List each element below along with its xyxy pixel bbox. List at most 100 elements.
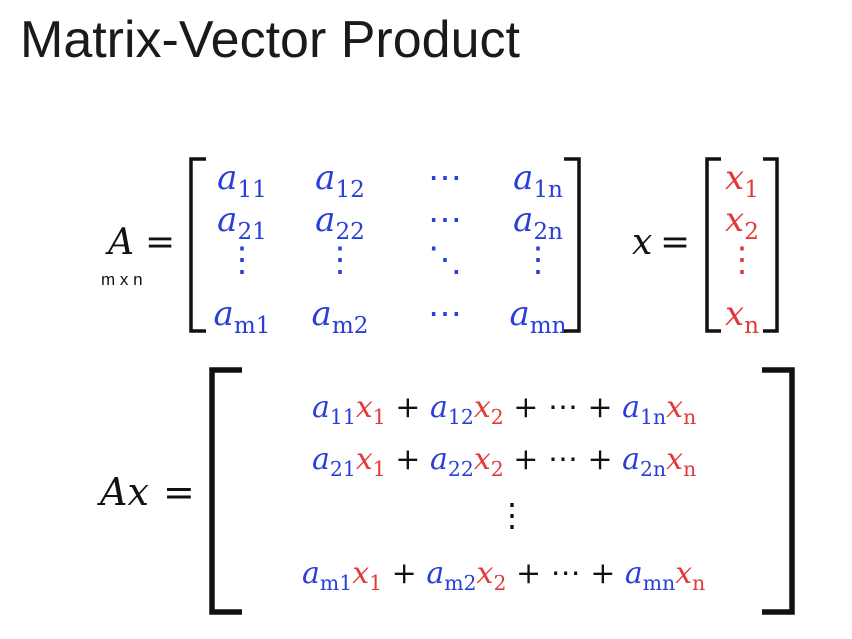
subscript: 1 (372, 405, 386, 430)
variable: x (725, 158, 745, 198)
vector-x-equals: = (660, 222, 691, 263)
subscript: 2 (490, 457, 504, 482)
subscript: 12 (335, 177, 365, 204)
subscript: mn (529, 313, 567, 340)
product-right-bracket (762, 367, 795, 615)
plus-sign: + (382, 556, 427, 591)
subscript: m2 (331, 313, 369, 340)
matrix-a-symbol: A (108, 222, 134, 263)
ellipsis: ⋯ (550, 556, 581, 591)
coefficient: a (315, 200, 336, 240)
subscript: 2 (490, 405, 504, 430)
ellipsis: ⋮ (225, 240, 259, 280)
product-vdots: ⋮ (496, 496, 528, 534)
matrix-a-entry: a22 (285, 200, 395, 244)
matrix-a-entry: ⋱ (390, 240, 500, 280)
variable: x (352, 556, 370, 591)
subscript: 21 (329, 457, 356, 482)
subscript: 2 (744, 219, 759, 246)
ellipsis: ⋱ (428, 240, 462, 280)
coefficient: a (217, 158, 238, 198)
coefficient: a (312, 390, 330, 425)
product-left-bracket (209, 367, 242, 615)
vector-x-left-bracket (705, 157, 721, 333)
ellipsis: ⋯ (428, 294, 462, 334)
variable: x (675, 556, 693, 591)
plus-sign: + (385, 442, 430, 477)
coefficient: a (513, 158, 534, 198)
coefficient: a (624, 556, 643, 591)
product-row: a21x1 + a22x2 + ⋯ + a2nxn (312, 442, 696, 479)
subscript: 1 (372, 457, 386, 482)
variable: x (666, 390, 684, 425)
ellipsis: ⋯ (428, 200, 462, 240)
subscript: n (683, 405, 697, 430)
matrix-a-dimensions: m x n (101, 270, 143, 289)
subscript: 1 (744, 177, 759, 204)
vector-x-entry: ⋮ (706, 240, 778, 280)
subscript: m1 (319, 571, 353, 596)
coefficient: a (426, 556, 445, 591)
coefficient: a (509, 294, 530, 334)
matrix-a-right-bracket (564, 157, 581, 333)
coefficient: a (315, 158, 336, 198)
slide-title: Matrix-Vector Product (20, 11, 520, 69)
product-equals: = (163, 470, 195, 514)
matrix-a-entry: ⋯ (390, 294, 500, 334)
vector-x-entry: x1 (706, 158, 778, 202)
plus-sign: + (577, 442, 623, 477)
subscript: 22 (335, 219, 365, 246)
subscript: mn (642, 571, 676, 596)
ellipsis: ⋮ (725, 240, 759, 280)
subscript: 1 (369, 571, 383, 596)
subscript: 2 (493, 571, 507, 596)
coefficient: a (311, 294, 332, 334)
coefficient: a (217, 200, 238, 240)
matrix-a-entry: ⋮ (187, 240, 297, 280)
coefficient: a (513, 200, 534, 240)
variable: x (355, 442, 373, 477)
plus-sign: + (577, 390, 623, 425)
plus-sign: + (385, 390, 430, 425)
subscript: 11 (237, 177, 267, 204)
subscript: 2n (640, 457, 667, 482)
ellipsis: ⋯ (547, 390, 578, 425)
subscript: 22 (447, 457, 474, 482)
matrix-a-equals: = (145, 222, 176, 263)
variable: x (725, 200, 745, 240)
coefficient: a (622, 390, 641, 425)
matrix-a-entry: a1n (483, 158, 593, 202)
plus-sign: + (506, 556, 551, 591)
vector-x-entry: xn (706, 294, 778, 338)
vector-x-right-bracket (763, 157, 779, 333)
subscript: n (683, 457, 697, 482)
coefficient: a (429, 390, 448, 425)
matrix-a-entry: am2 (285, 294, 395, 338)
subscript: 2n (533, 219, 563, 246)
matrix-a-entry: a12 (285, 158, 395, 202)
subscript: n (744, 313, 760, 340)
subscript: 12 (447, 405, 474, 430)
subscript: m1 (233, 313, 271, 340)
subscript: 21 (237, 219, 267, 246)
coefficient: a (312, 442, 330, 477)
ellipsis: ⋯ (547, 442, 578, 477)
variable: x (473, 442, 491, 477)
variable: x (473, 390, 491, 425)
vector-x-entry: x2 (706, 200, 778, 244)
ellipsis: ⋮ (323, 240, 357, 280)
coefficient: a (429, 442, 448, 477)
ellipsis: ⋯ (428, 158, 462, 198)
coefficient: a (622, 442, 641, 477)
ellipsis: ⋮ (521, 240, 555, 280)
subscript: 1n (533, 177, 563, 204)
matrix-a-entry: ⋯ (390, 158, 500, 198)
matrix-a-entry: am1 (187, 294, 297, 338)
coefficient: a (213, 294, 234, 334)
plus-sign: + (503, 390, 548, 425)
matrix-a-entry: ⋮ (285, 240, 395, 280)
coefficient: a (302, 556, 320, 591)
subscript: 11 (329, 405, 356, 430)
matrix-a-left-bracket (189, 157, 206, 333)
matrix-a-entry: ⋯ (390, 200, 500, 240)
